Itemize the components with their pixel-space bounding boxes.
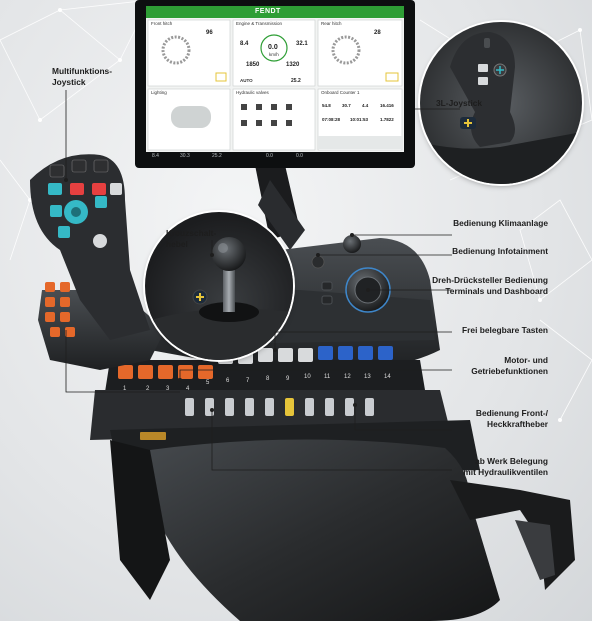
terminal-display: FENDT Front hitch Engine & Transmission …: [135, 0, 415, 168]
button-number: 8: [266, 376, 270, 382]
speed-center: 0.0: [268, 44, 278, 51]
button-number: 5: [206, 380, 210, 386]
label-frei-belegbare-tasten: Frei belegbare Tasten: [462, 325, 548, 335]
button-number: 4: [186, 386, 190, 392]
terminal-statusbar: 8.4 30.3 25.2 0.0 0.0: [146, 152, 404, 164]
speed-unit: km/h: [269, 52, 279, 57]
label-dreh-druecksteller: Dreh-Drücksteller Bedienung Terminals un…: [432, 275, 548, 296]
button-number: 7: [246, 378, 250, 384]
panel-front-hitch: Front hitch: [151, 21, 173, 26]
button-number: 10: [304, 374, 311, 380]
auto-label: AUTO: [240, 78, 253, 83]
status-value-1: 8.4: [152, 153, 159, 159]
button-number: 12: [344, 374, 351, 380]
label-klimaanlage: Bedienung Klimaanlage: [453, 218, 548, 228]
status-value-2: 30.3: [180, 153, 190, 159]
panel-lighting: Lighting: [151, 90, 167, 95]
panel-engine-transmission: Engine & Transmission: [236, 21, 283, 26]
button-number: 14: [384, 374, 391, 380]
button-number: 6: [226, 378, 230, 384]
panel-hydraulic-valves: Hydraulic valves: [236, 90, 269, 95]
cross-lever-callout: [145, 212, 293, 360]
rpm-right: 1320: [286, 62, 300, 68]
button-number: 2: [146, 386, 150, 392]
status-value-3: 25.2: [212, 153, 222, 159]
panel-onboard-counter: Onboard Counter 1: [321, 90, 360, 95]
front-hitch-percent: 96: [206, 30, 213, 36]
status-value-5: 0.0: [296, 153, 303, 159]
brand-logo: FENDT: [255, 8, 281, 15]
cross-lever-illustration: [145, 237, 293, 360]
panel-rear-hitch: Rear hitch: [321, 21, 342, 26]
counter-value-4: 16.416: [380, 103, 394, 108]
status-value-4: 0.0: [266, 153, 273, 159]
button-number: 11: [324, 374, 331, 380]
counter-value-5: 1.7822: [380, 117, 394, 122]
label-kreuzschalthebel: Kreuzschalt- hebel: [166, 228, 217, 249]
label-infotainment: Bedienung Infotainment: [452, 246, 548, 256]
button-number: 9: [286, 376, 290, 382]
terminal-screen[interactable]: FENDT Front hitch Engine & Transmission …: [146, 6, 404, 152]
speed-left: 8.4: [240, 41, 249, 47]
button-number: 13: [364, 374, 371, 380]
climate-knob: [343, 235, 361, 253]
3l-joystick-callout: [420, 22, 582, 184]
button-number: 1: [123, 386, 127, 392]
label-3l-joystick: 3L-Joystick: [436, 98, 483, 108]
eco-value: 25.2: [291, 78, 301, 84]
button-number: 3: [166, 386, 170, 392]
speed-right: 32.1: [296, 41, 308, 47]
3l-joystick-illustration: [420, 32, 582, 184]
counter-time-1: 07:08:28: [322, 117, 341, 122]
terminal-topbar: FENDT: [146, 6, 404, 18]
counter-time-2: 10:01:53: [350, 117, 369, 122]
multifunction-joystick: [30, 154, 150, 340]
label-multifunktions-joystick: Multifunktions- Joystick: [52, 66, 113, 87]
label-hydraulik: ab Werk Belegung mit Hydraulikventilen: [463, 456, 548, 477]
counter-value-3: 4.4: [362, 103, 369, 108]
elbow-pad: [150, 439, 500, 621]
counter-value-2: 30.7: [342, 103, 351, 108]
terminal-panels: [147, 19, 403, 151]
counter-value-1: 54.8: [322, 103, 331, 108]
rear-hitch-percent: 28: [374, 30, 381, 36]
label-motor-getriebe: Motor- und Getriebefunktionen: [471, 355, 548, 376]
label-kraftheber: Bedienung Front-/ Heckkraftheber: [475, 408, 548, 429]
rpm-left: 1850: [246, 62, 260, 68]
